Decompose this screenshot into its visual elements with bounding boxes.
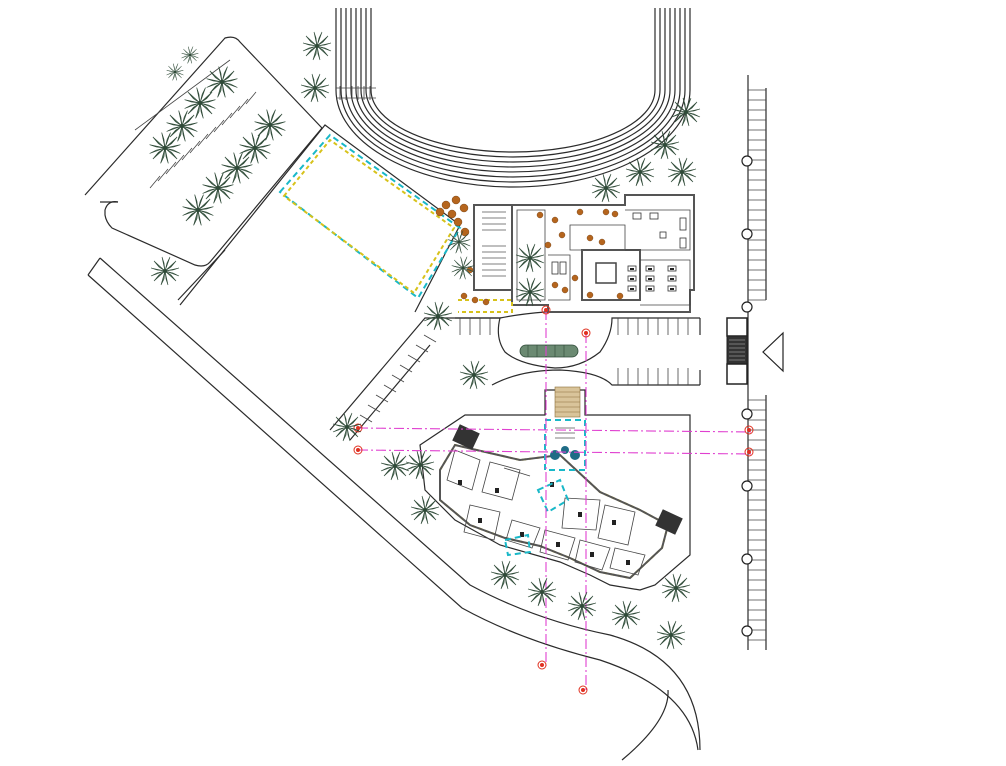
palm-tree-icon xyxy=(239,132,271,164)
palm-trees xyxy=(149,31,701,650)
grid-axes xyxy=(357,310,753,690)
palm-tree-icon xyxy=(149,132,181,164)
circle-post-icon xyxy=(741,553,753,565)
survey-point-ring xyxy=(353,445,363,455)
palm-tree-icon xyxy=(221,152,253,184)
palm-tree-icon xyxy=(515,243,545,273)
survey-point-ring xyxy=(578,685,588,695)
survey-point-ring xyxy=(744,425,754,435)
palm-tree-icon xyxy=(166,63,184,81)
sports-court xyxy=(179,124,462,313)
survey-point-dot xyxy=(356,448,360,452)
palm-tree-icon xyxy=(611,600,641,630)
circle-post-icon xyxy=(741,480,753,492)
central-drive xyxy=(329,311,701,441)
circle-post-icon xyxy=(741,155,753,167)
survey-point-ring xyxy=(744,447,754,457)
circle-post-icon xyxy=(741,408,753,420)
palm-tree-icon xyxy=(202,172,234,204)
palm-tree-icon xyxy=(671,97,701,127)
survey-point-ring xyxy=(353,423,363,433)
palm-tree-icon xyxy=(667,157,697,187)
parking-lot-upper-left xyxy=(84,36,323,267)
parking-strip-right xyxy=(741,75,767,650)
running-track xyxy=(335,8,691,188)
admin-building xyxy=(511,194,695,313)
main-gate xyxy=(726,317,748,385)
survey-point-dot xyxy=(747,428,751,432)
survey-point-dot xyxy=(584,331,588,335)
palm-tree-icon xyxy=(380,451,410,481)
palm-tree-icon xyxy=(423,301,453,331)
survey-point-dot xyxy=(581,688,585,692)
dining-hall xyxy=(435,195,513,313)
survey-point-icon xyxy=(353,305,754,695)
palm-tree-icon xyxy=(459,360,489,390)
palm-tree-icon xyxy=(150,256,180,286)
palm-tree-icon xyxy=(166,110,198,142)
palm-tree-icon xyxy=(300,73,330,103)
palm-tree-icon xyxy=(302,31,332,61)
triangle-entry-marker-icon xyxy=(762,331,784,373)
survey-point-dot xyxy=(356,426,360,430)
palm-tree-icon xyxy=(405,450,435,480)
palm-tree-icon xyxy=(661,573,691,603)
palm-tree-icon xyxy=(181,46,199,64)
palm-tree-icon xyxy=(567,591,597,621)
survey-point-dot xyxy=(747,450,751,454)
circle-post-icon xyxy=(741,228,753,240)
survey-point-ring xyxy=(541,305,551,315)
palm-tree-icon xyxy=(656,620,686,650)
classroom-block xyxy=(419,386,691,591)
palm-tree-icon xyxy=(182,194,214,226)
access-road xyxy=(87,249,701,761)
circle-post-icon xyxy=(741,625,753,637)
survey-point-ring xyxy=(581,328,591,338)
survey-point-dot xyxy=(540,663,544,667)
hedge-planter xyxy=(519,344,579,358)
survey-point-ring xyxy=(537,660,547,670)
palm-tree-icon xyxy=(591,173,621,203)
survey-point-dot xyxy=(544,308,548,312)
palm-tree-icon xyxy=(490,560,520,590)
palm-tree-icon xyxy=(515,277,545,307)
circle-post-icon xyxy=(741,301,753,313)
palm-tree-icon xyxy=(527,577,557,607)
